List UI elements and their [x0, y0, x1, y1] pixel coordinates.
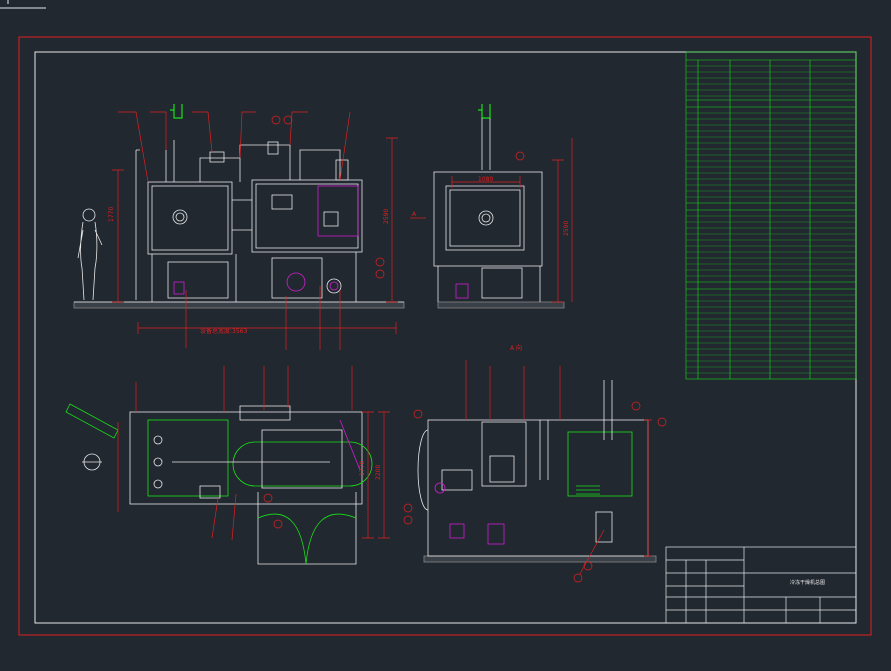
front-view	[73, 140, 405, 309]
corner-mark	[0, 0, 46, 9]
side-dimension-width: 1080	[478, 176, 493, 183]
side-labels: 1080 2590	[478, 176, 570, 236]
front-leaders	[112, 111, 426, 350]
plan-leaders	[117, 366, 390, 541]
a-view-leaders	[403, 360, 667, 583]
inner-frame	[34, 51, 857, 624]
plan-dimension-2: 2200	[375, 465, 382, 480]
svg-text:2590: 2590	[563, 221, 570, 236]
a-view-labels: A 向	[510, 344, 522, 352]
front-labels: 1770 2590 A 设备总宽度:3563	[108, 207, 417, 335]
a-view	[417, 380, 657, 563]
title-block-text: 冷冻干燥机总图	[790, 579, 825, 586]
svg-text:2590: 2590	[383, 209, 390, 224]
svg-text:1770: 1770	[108, 207, 115, 222]
vent-symbol	[170, 104, 491, 119]
plan-view	[65, 403, 373, 565]
human-scale-figure	[77, 208, 103, 301]
parts-table-rows	[686, 65, 856, 374]
section-marker: A	[412, 211, 417, 218]
outer-frame	[18, 36, 872, 636]
drawing-name: 冷冻干燥机总图	[790, 579, 825, 586]
front-dimension-total: 设备总宽度:3563	[200, 327, 247, 335]
plan-dimension-depth: 1770	[359, 461, 366, 476]
plan-labels: 1770 2200	[359, 461, 382, 480]
parts-table	[685, 51, 857, 380]
side-view	[433, 118, 565, 309]
a-view-title: A 向	[510, 344, 522, 352]
side-leaders	[451, 138, 573, 303]
title-block	[665, 546, 857, 624]
